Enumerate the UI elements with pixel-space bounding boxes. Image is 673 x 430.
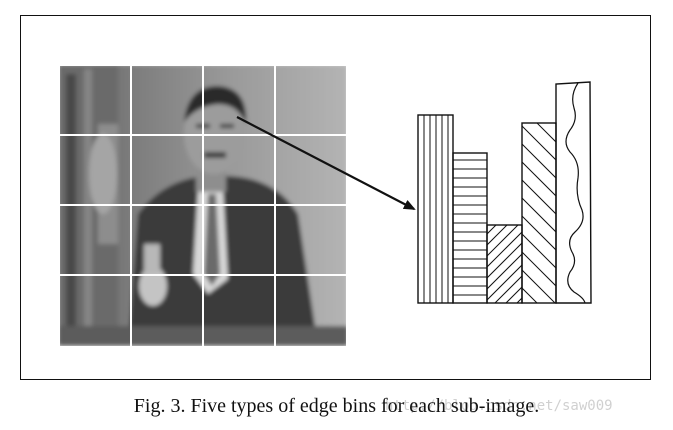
bin-horizontal bbox=[452, 152, 488, 304]
bin-diagonal-45 bbox=[486, 224, 523, 304]
bin-diagonal-135 bbox=[521, 122, 557, 304]
bin-vertical bbox=[417, 114, 454, 304]
figure-caption: Fig. 3. Five types of edge bins for each… bbox=[133, 395, 540, 417]
watermark-text: http://blog.csdn.net/saw009 bbox=[385, 398, 613, 414]
subimage-photo bbox=[58, 64, 348, 346]
bin-non-directional bbox=[555, 81, 592, 304]
person-photo-icon bbox=[58, 64, 348, 346]
pointer-arrow bbox=[236, 116, 416, 210]
